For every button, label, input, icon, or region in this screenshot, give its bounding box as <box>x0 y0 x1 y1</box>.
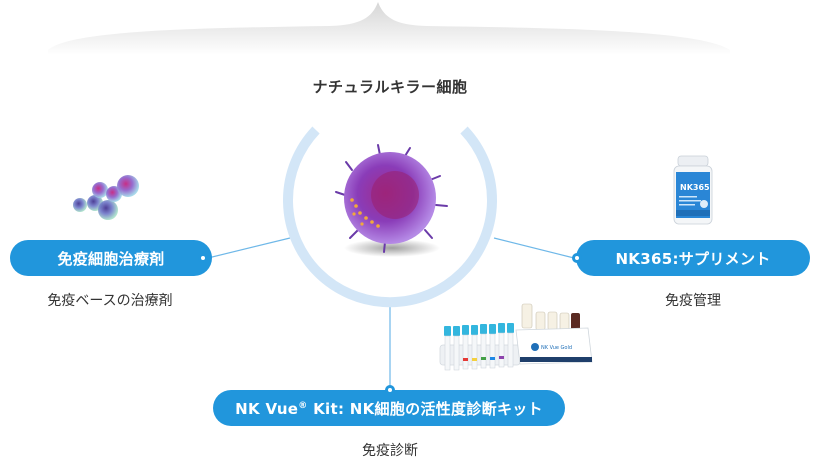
nk-vue-kit-image: NK Vue Gold <box>439 303 593 371</box>
right-connector-dot <box>572 253 582 263</box>
nk365-supplement-button[interactable]: NK365:サプリメント <box>576 240 810 276</box>
nk-vue-description: Kit: NK細胞の活性度診断キット <box>307 399 543 418</box>
bottom-connector-dot <box>385 385 395 395</box>
nk-cell-illustration <box>335 144 448 257</box>
brace-decoration <box>48 2 730 55</box>
nk365-bottle-image: NK365 <box>673 155 713 225</box>
nk-vue-kit-button[interactable]: NK Vue® Kit: NK細胞の活性度診断キット <box>213 390 565 426</box>
immune-cell-therapy-label: 免疫細胞治療剤 <box>57 249 165 268</box>
connector-left <box>207 237 291 259</box>
registered-mark: ® <box>298 400 308 411</box>
immune-cell-therapy-button[interactable]: 免疫細胞治療剤 <box>10 240 212 276</box>
center-title: ナチュラルキラー細胞 <box>312 78 468 96</box>
nk-vue-name: NK Vue <box>235 399 299 418</box>
immune-cells-cluster-image <box>73 175 139 220</box>
connector-right <box>493 237 575 259</box>
kit-box-label-text: NK Vue Gold <box>541 345 572 351</box>
nk365-supplement-caption: 免疫管理 <box>665 293 721 309</box>
center-ring <box>283 126 497 308</box>
bottle-label-text: NK365 <box>680 183 710 192</box>
immune-cell-therapy-caption: 免疫ベースの治療剤 <box>47 293 173 309</box>
nk365-supplement-label: NK365:サプリメント <box>615 249 771 268</box>
nk-vue-kit-caption: 免疫診断 <box>362 443 418 459</box>
left-connector-dot <box>198 253 208 263</box>
nk-vue-kit-label: NK Vue® Kit: NK細胞の活性度診断キット <box>235 398 543 419</box>
